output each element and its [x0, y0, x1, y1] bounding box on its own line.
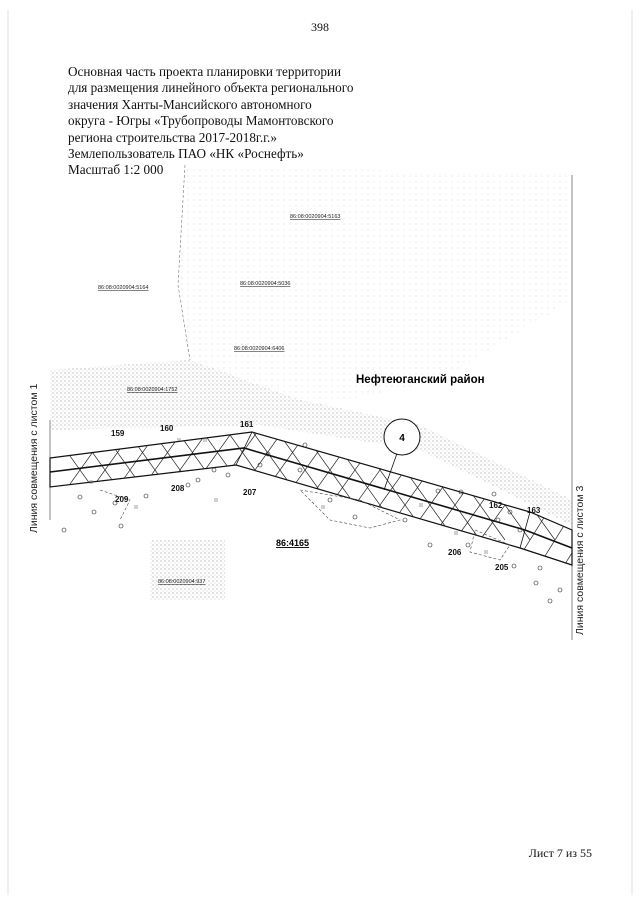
- point-label: 207: [243, 488, 257, 497]
- parcel-label: 86:08:0020904:1752: [127, 387, 177, 393]
- point-label: 205: [495, 563, 509, 572]
- point-label: 209: [115, 495, 129, 504]
- parcel-label: 86:08:0020904:5164: [98, 285, 148, 291]
- boundary-line: [177, 164, 191, 361]
- dashed-outline: [299, 489, 401, 529]
- header-line: для размещения линейного объекта региона…: [68, 80, 354, 96]
- dashed-outline: [469, 529, 511, 561]
- header-line: Основная часть проекта планировки террит…: [68, 64, 342, 79]
- district-label: Нефтеюганский район: [356, 374, 485, 386]
- point-label: 161: [240, 420, 254, 429]
- map-symbols: [61, 442, 563, 604]
- grass-marks: [89, 438, 488, 554]
- left-edge-label: Линия совмещения с листом 1: [28, 384, 40, 533]
- land-area-bottom: [150, 540, 225, 600]
- point-label: 206: [448, 548, 462, 557]
- point-label: 162: [489, 501, 503, 510]
- header-line: округа - Югры «Трубопроводы Мамонтовског…: [68, 113, 334, 129]
- parcel-label: 86:08:0020904:937: [158, 579, 205, 585]
- right-edge-label: Линия совмещения с листом 3: [574, 486, 586, 635]
- point-label: 163: [527, 506, 541, 515]
- point-label: 208: [171, 484, 185, 493]
- callout-number: 4: [399, 433, 405, 444]
- header-line: значения Ханты-Мансийского автономного: [68, 96, 312, 112]
- sheet-label: Лист 7 из 55: [528, 846, 592, 860]
- parcel-block-label: 86:4165: [276, 538, 309, 548]
- point-label: 160: [160, 424, 174, 433]
- page-number: 398: [311, 20, 329, 34]
- point-label: 159: [111, 429, 125, 438]
- callout-4: 4: [383, 418, 421, 491]
- parcel-label: 86:08:0020904:5163: [290, 214, 340, 220]
- dashed-outline: [99, 489, 131, 521]
- road-area: [50, 360, 572, 525]
- parcel-label: 86:08:0020904:6406: [234, 346, 284, 352]
- header-line: региона строительства 2017-2018г.г.»: [68, 129, 277, 145]
- land-area-upper: [180, 165, 572, 410]
- parcel-label: 86:08:0020904:5036: [240, 281, 290, 287]
- header-line: Масштаб 1:2 000: [68, 162, 164, 178]
- header-line: Землепользователь ПАО «НК «Роснефть»: [68, 146, 304, 162]
- project-header: Основная часть проекта планировки террит…: [68, 64, 368, 179]
